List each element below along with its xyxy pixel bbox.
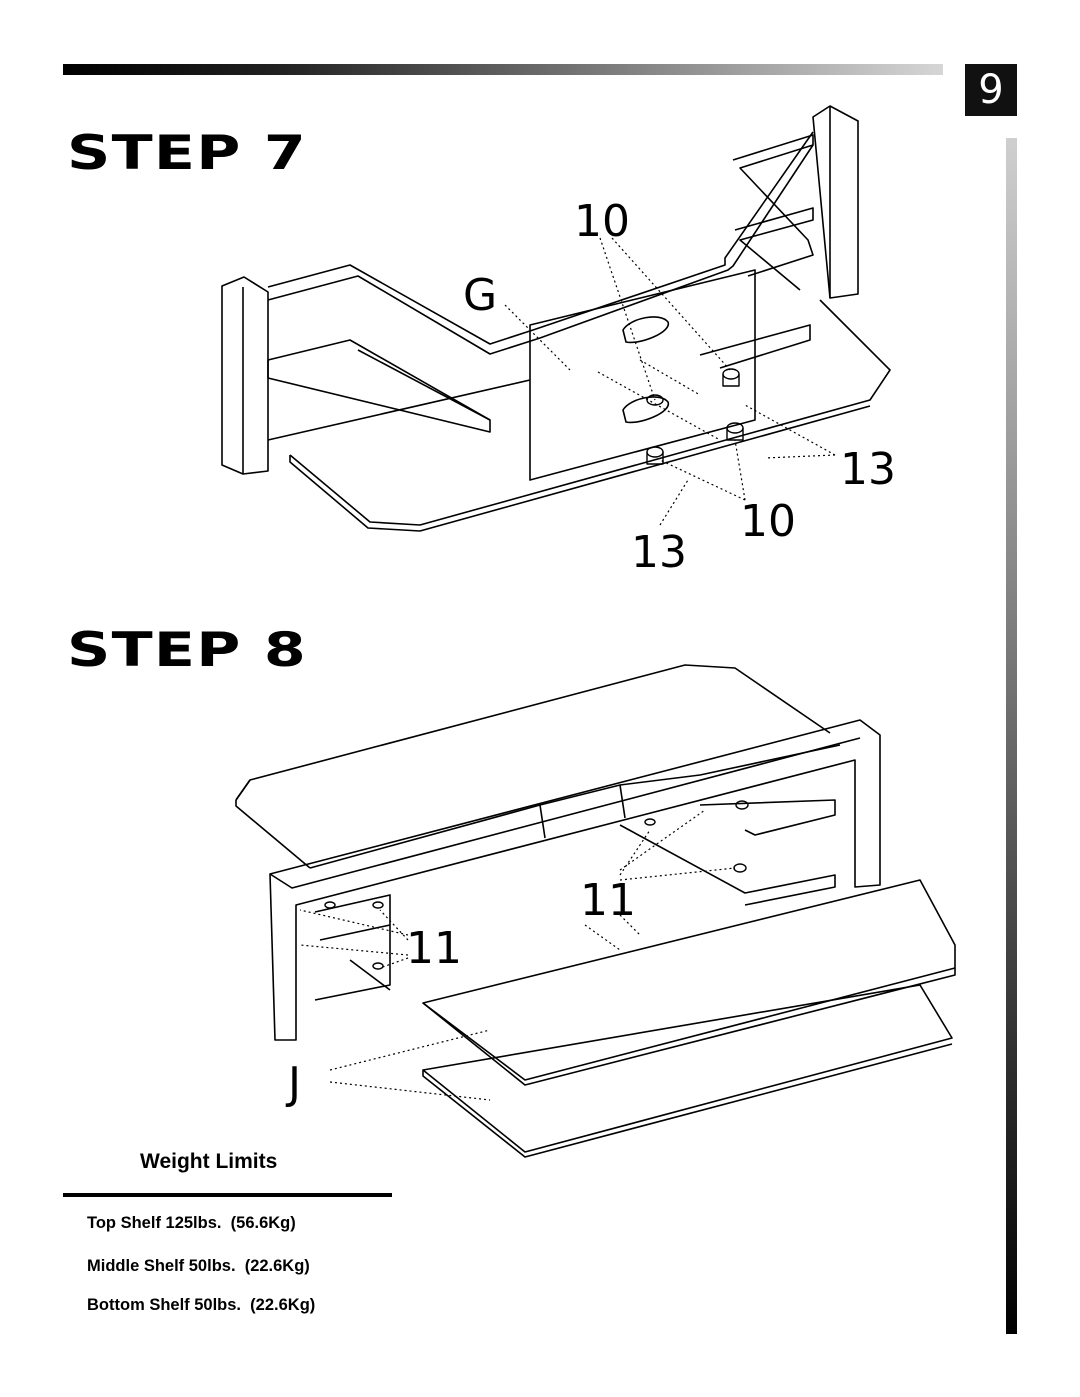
glass-shelf-upper-edge	[422, 967, 956, 1081]
top-shelf-seams	[539, 784, 626, 839]
callout-13-right: 13	[840, 444, 896, 495]
front-frame-inner	[269, 737, 861, 889]
shelf-pins	[324, 800, 749, 970]
front-frame	[269, 719, 881, 1041]
upper-frame-front	[267, 144, 814, 355]
top-shelf-corner	[235, 779, 251, 801]
top-shelf-left-edge	[235, 800, 311, 869]
left-inner-frame	[314, 894, 391, 1001]
step-8-leaders	[299, 809, 736, 1101]
middle-frame-upper-right	[734, 207, 814, 291]
left-upright	[221, 276, 269, 475]
callout-10-bottom: 10	[740, 496, 796, 547]
glass-shelf-lower-edge	[422, 1043, 953, 1158]
page-number-badge: 9	[965, 64, 1017, 116]
step-8-title: STEP 8	[67, 623, 308, 678]
weight-limits-title: Weight Limits	[140, 1150, 278, 1173]
callout-11-left: 11	[406, 923, 462, 974]
callout-13-bottom: 13	[631, 527, 687, 578]
header-rule	[63, 64, 943, 75]
upper-frame-back	[267, 131, 814, 345]
weight-limits-rule	[63, 1193, 392, 1197]
middle-frame-left	[267, 339, 491, 433]
back-panel	[529, 269, 756, 481]
middle-frame-rails	[267, 349, 531, 441]
callout-g: G	[463, 270, 497, 321]
upper-frame-right	[732, 134, 814, 277]
weight-limit-item: Bottom Shelf 50lbs. (22.6Kg)	[87, 1296, 316, 1314]
step-7-title: STEP 7	[67, 126, 308, 181]
weight-limit-item: Middle Shelf 50lbs. (22.6Kg)	[87, 1257, 310, 1275]
glass-shelf-upper	[422, 879, 956, 1086]
cable-slot-lower	[622, 396, 669, 424]
right-inner-frame-lower	[619, 824, 836, 906]
left-inner-rails	[319, 924, 391, 991]
callout-j: J	[285, 1058, 301, 1109]
weight-limit-item: Top Shelf 125lbs. (56.6Kg)	[87, 1214, 296, 1232]
glass-shelf-lower	[422, 984, 953, 1153]
bottom-shelf-thickness	[289, 405, 871, 532]
cable-slot-upper	[622, 316, 669, 344]
right-upright	[812, 105, 859, 299]
page-number: 9	[978, 67, 1004, 113]
callout-11-right: 11	[580, 875, 636, 926]
side-rule	[1006, 138, 1017, 1334]
step-7-leaders	[504, 237, 836, 526]
top-shelf-back-edge	[235, 664, 831, 801]
callout-10-top: 10	[574, 196, 630, 247]
bottom-shelf-edge	[289, 299, 891, 526]
right-inner-frame-upper	[699, 799, 836, 836]
hardware	[646, 368, 744, 465]
